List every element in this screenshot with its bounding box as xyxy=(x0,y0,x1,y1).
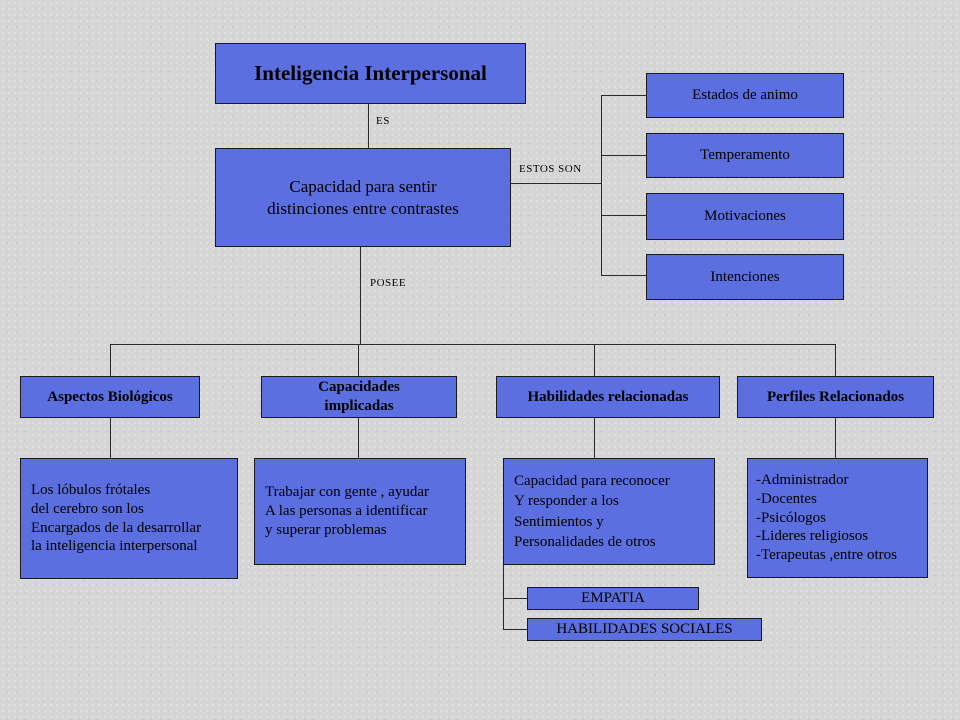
connector-definition-categories xyxy=(360,246,361,344)
connector-detail-3 xyxy=(594,418,595,458)
category-heading-label: Habilidades relacionadas xyxy=(527,388,689,405)
detail-line: -Docentes xyxy=(756,490,817,507)
connector-category-3 xyxy=(594,344,595,376)
detail-line: Los lóbulos frótales xyxy=(31,482,151,498)
detail-line: Trabajar con gente , ayudar xyxy=(265,484,429,501)
label-estos-son: ESTOS SON xyxy=(519,163,582,175)
state-box-4: Intenciones xyxy=(646,254,844,300)
detail-line: Sentimientos y xyxy=(514,513,604,530)
category-heading-label: Aspectos Biológicos xyxy=(47,388,173,405)
skill-label: HABILIDADES SOCIALES xyxy=(556,621,733,638)
connector-category-2 xyxy=(358,344,359,376)
detail-line: del cerebro son los xyxy=(31,500,144,517)
connector-detail-4 xyxy=(835,418,836,458)
connector-detail-2 xyxy=(358,418,359,458)
connector-title-definition xyxy=(368,103,369,149)
detail-line: A las personas a identificar xyxy=(265,503,428,520)
category-heading-label: Capacidades xyxy=(318,379,400,396)
category-detail-2: Trabajar con gente , ayudar A las person… xyxy=(254,458,466,565)
connector-categories-bar xyxy=(110,344,836,345)
connector-category-4 xyxy=(835,344,836,376)
connector-detail-1 xyxy=(110,418,111,458)
detail-line: -Lideres religiosos xyxy=(756,528,869,545)
skill-box-habilidades-sociales: HABILIDADES SOCIALES xyxy=(527,618,762,641)
category-heading-label: implicadas xyxy=(324,398,394,414)
definition-line-2: distinciones entre contrastes xyxy=(267,198,459,218)
detail-line: -Administrador xyxy=(756,472,849,489)
connector-state-2 xyxy=(601,155,646,156)
category-detail-4: -Administrador -Docentes -Psicólogos -Li… xyxy=(747,458,928,578)
category-heading-1: Aspectos Biológicos xyxy=(20,376,200,418)
skill-box-empatia: EMPATIA xyxy=(527,587,699,610)
state-label: Temperamento xyxy=(700,147,790,164)
label-posee: POSEE xyxy=(370,277,407,289)
detail-line: Y responder a los xyxy=(514,493,619,510)
category-detail-1: Los lóbulos frótales del cerebro son los… xyxy=(20,458,238,579)
category-detail-3: Capacidad para reconocer Y responder a l… xyxy=(503,458,715,565)
state-box-2: Temperamento xyxy=(646,133,844,178)
state-box-3: Motivaciones xyxy=(646,193,844,240)
state-label: Estados de animo xyxy=(692,87,798,104)
skill-label: EMPATIA xyxy=(581,590,645,607)
connector-state-1 xyxy=(601,95,646,96)
diagram-title: Inteligencia Interpersonal xyxy=(254,61,487,86)
definition-line-1: Capacidad para sentir xyxy=(289,177,437,197)
connector-states-trunk xyxy=(601,95,602,276)
detail-line: y superar problemas xyxy=(265,521,387,538)
category-heading-3: Habilidades relacionadas xyxy=(496,376,720,418)
state-label: Motivaciones xyxy=(704,208,786,225)
connector-skill-1 xyxy=(503,598,527,599)
state-box-1: Estados de animo xyxy=(646,73,844,118)
connector-definition-states xyxy=(510,183,601,184)
category-heading-label: Perfiles Relacionados xyxy=(766,388,905,405)
definition-box: Capacidad para sentir distinciones entre… xyxy=(215,148,511,247)
label-es: ES xyxy=(376,115,390,127)
category-heading-2: Capacidades implicadas xyxy=(261,376,457,418)
detail-line: Encargados de la desarrollar xyxy=(31,519,202,536)
detail-line: Capacidad para reconocer xyxy=(514,473,670,489)
connector-state-3 xyxy=(601,215,646,216)
connector-state-4 xyxy=(601,275,646,276)
state-label: Intenciones xyxy=(710,268,780,285)
connector-skills-trunk xyxy=(503,565,504,630)
detail-line: Personalidades de otros xyxy=(514,533,656,550)
title-box: Inteligencia Interpersonal xyxy=(215,43,526,104)
connector-skill-2 xyxy=(503,629,527,630)
category-heading-4: Perfiles Relacionados xyxy=(737,376,934,418)
detail-line: -Terapeutas ,entre otros xyxy=(756,547,897,564)
detail-line: -Psicólogos xyxy=(756,509,827,526)
connector-category-1 xyxy=(110,344,111,376)
detail-line: la inteligencia interpersonal xyxy=(31,538,198,555)
